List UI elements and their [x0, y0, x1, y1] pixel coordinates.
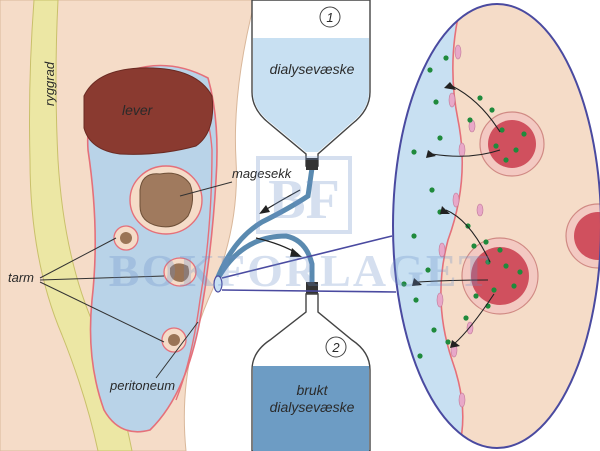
step-marker-1-text: 1	[326, 10, 333, 25]
step-marker-1	[319, 6, 341, 28]
label-intestine: tarm	[8, 270, 34, 285]
liver	[83, 67, 214, 155]
label-fresh-fluid: dialysevæske	[270, 61, 355, 77]
label-peritoneum: peritoneum	[109, 378, 175, 393]
blood-vessel-3	[574, 212, 600, 260]
zoom-line-bottom	[221, 289, 397, 293]
stomach-pointer	[179, 181, 233, 197]
magnified-view	[393, 4, 600, 448]
intestine-1-lumen	[120, 232, 132, 244]
publisher-watermark: BF BOKFORLAGET	[109, 156, 491, 296]
waste-particles	[401, 55, 527, 359]
label-liver: lever	[122, 102, 154, 118]
step-marker-2	[325, 336, 347, 358]
membrane-edge	[440, 4, 464, 448]
used-fluid	[253, 366, 369, 451]
intestine-pointer-2	[39, 275, 165, 281]
diffusion-arrowheads	[412, 82, 460, 348]
catheter	[213, 167, 315, 283]
intestine-pointer-3	[39, 281, 165, 343]
zoom-line-top	[221, 235, 393, 279]
watermark-emblem-text: BF	[268, 169, 340, 231]
fresh-fluid	[253, 38, 369, 152]
top-connector	[306, 158, 318, 170]
catheter-tip	[213, 275, 223, 293]
intestine-2-lumen	[170, 263, 190, 282]
flow-arrow-in-head	[259, 205, 270, 214]
step-marker-2-text: 2	[331, 340, 340, 355]
magnified-view-border	[392, 3, 600, 449]
peritoneum-pointer	[155, 321, 199, 379]
label-spine: ryggrad	[42, 61, 57, 106]
intestine-pointer-1	[39, 237, 117, 279]
label-used-fluid-1: brukt	[296, 382, 328, 398]
diffusion-arrows	[417, 85, 501, 345]
dialysis-bags: 1 dialysevæske 2 brukt dialysevæske	[251, 0, 371, 451]
dialysate-space	[393, 4, 463, 448]
stomach	[139, 172, 194, 228]
catheter-out	[213, 233, 315, 290]
intestine-3-lumen	[168, 334, 180, 346]
label-stomach: magesekk	[232, 166, 293, 181]
spine	[29, 0, 133, 451]
watermark-emblem	[256, 156, 352, 234]
watermark-text: BOKFORLAGET	[109, 245, 491, 296]
label-used-fluid-2: dialysevæske	[270, 399, 355, 415]
flow-arrow-out-head	[290, 248, 302, 257]
body-section: ryggrad lever magesekk tarm peritoneum	[0, 0, 315, 451]
